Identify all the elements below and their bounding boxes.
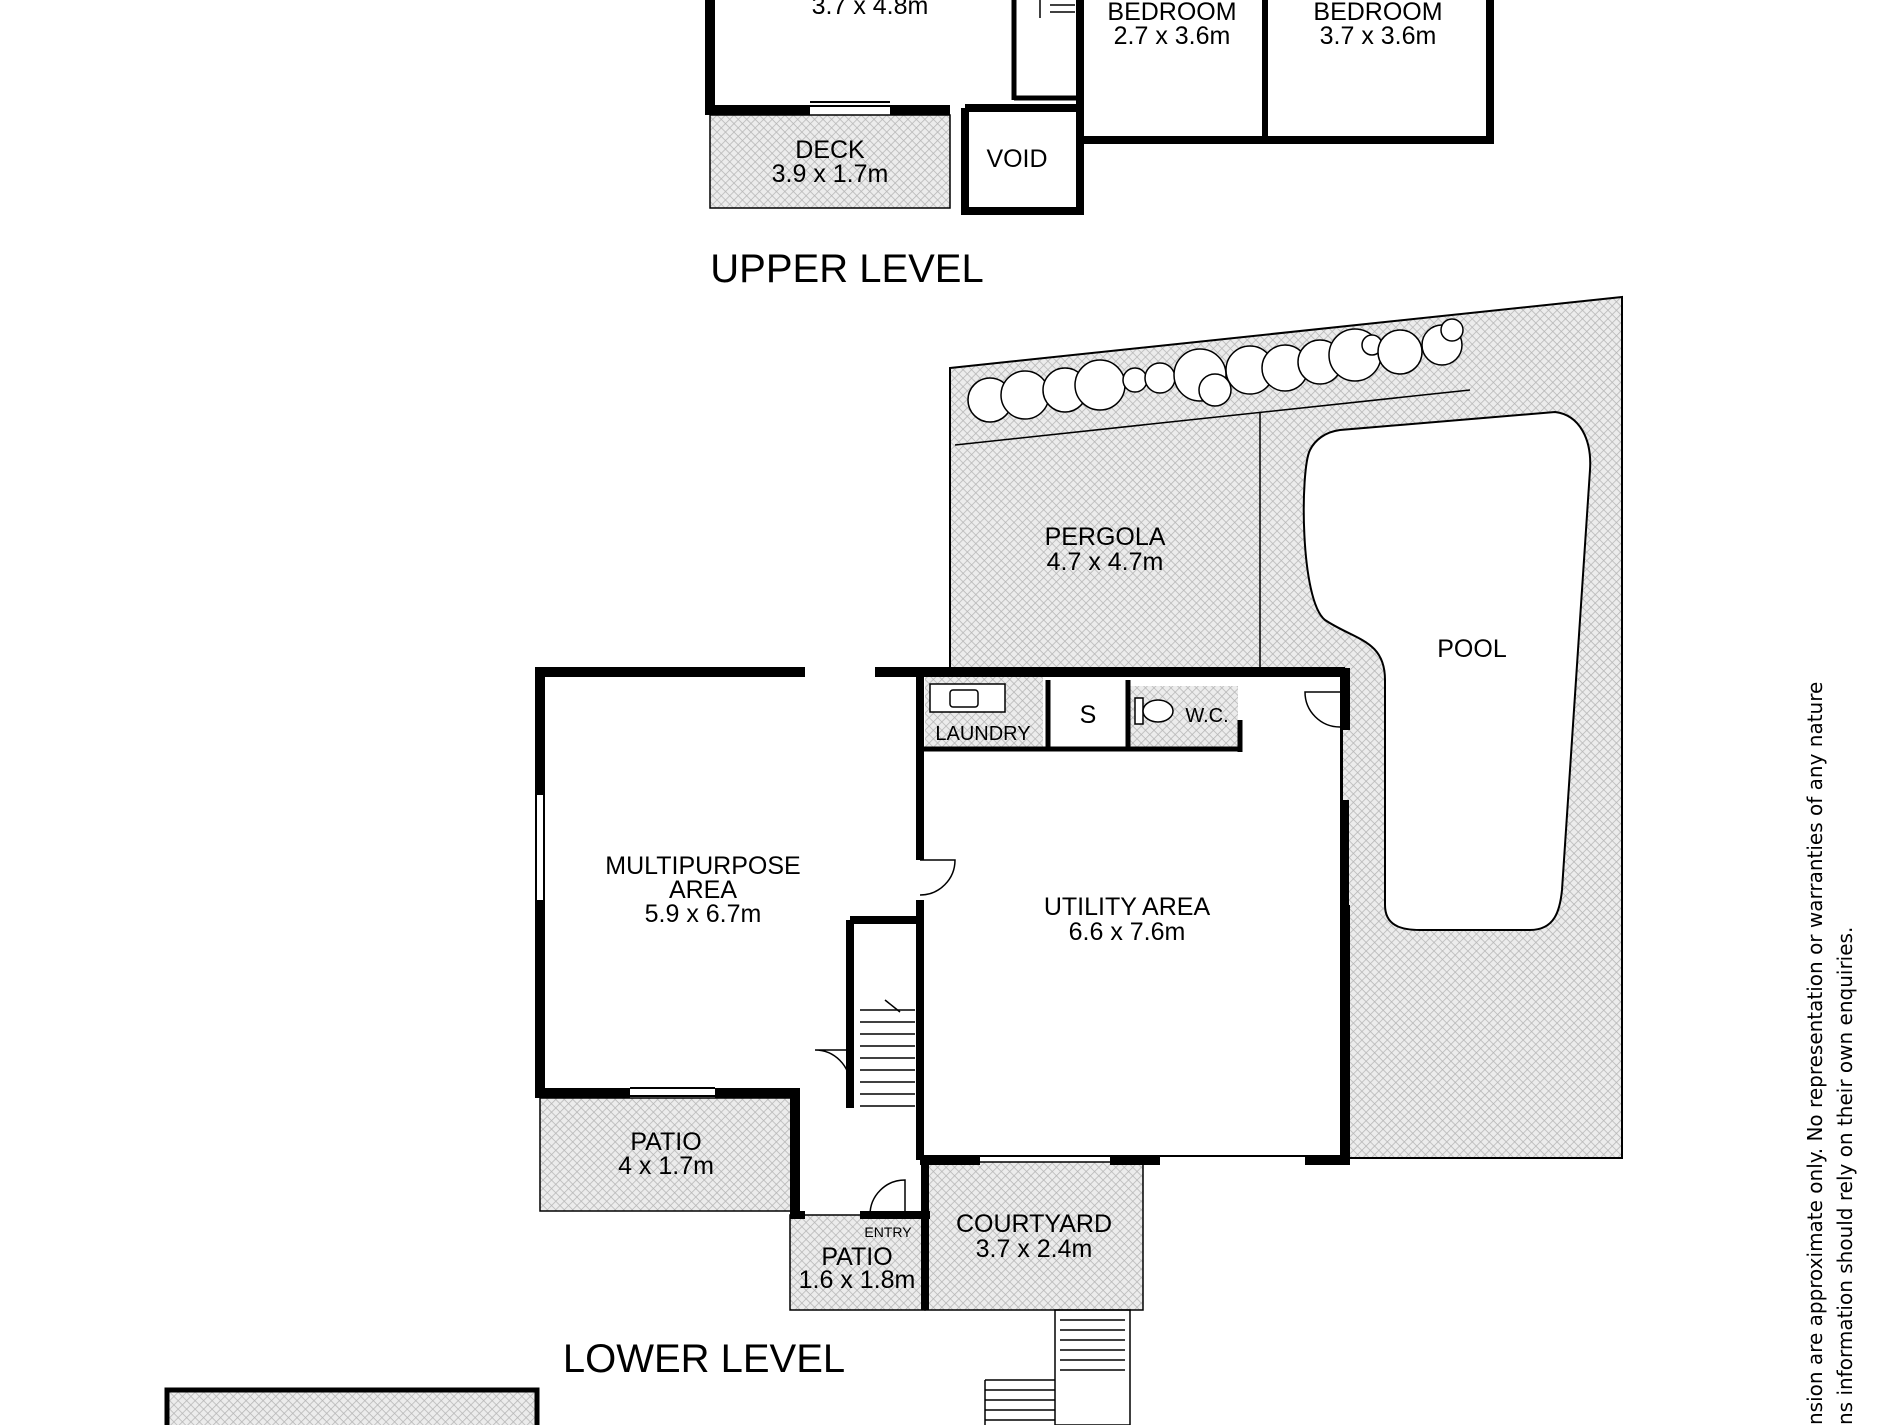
multipurpose-dim: 5.9 x 6.7m (645, 900, 762, 928)
upper-walls (705, 0, 1494, 215)
hedge-boundary (954, 389, 1471, 446)
pool-shape (1302, 410, 1592, 931)
external-stairs (984, 1309, 1131, 1425)
laundry-name: LAUNDRY (935, 723, 1030, 745)
courtyard-name: COURTYARD (956, 1210, 1112, 1238)
entry-name: ENTRY (864, 1224, 912, 1240)
multipurpose-name-1: MULTIPURPOSE (605, 852, 800, 880)
laundry-tub-icon (929, 683, 1006, 713)
lower-level-plan: PERGOLA 4.7 x 4.7m POOL LAUNDRY S W.C. M… (164, 295, 1623, 1425)
bedroom-2-dim: 2.7 x 3.6m (1114, 22, 1231, 50)
upper-stair-icon (1039, 0, 1075, 18)
boundary-box (164, 1387, 540, 1425)
pergola-dim: 4.7 x 4.7m (1047, 548, 1164, 576)
bedroom-2-name: BEDROOM (1107, 0, 1236, 26)
multipurpose-name-2: AREA (669, 876, 737, 904)
patio-2-dim: 1.6 x 1.8m (799, 1266, 916, 1294)
upper-level-heading: UPPER LEVEL (710, 247, 983, 291)
utility-dim: 6.6 x 7.6m (1069, 918, 1186, 946)
deck-dim: 3.9 x 1.7m (772, 160, 889, 188)
patio-name: PATIO (630, 1128, 701, 1156)
deck-area (709, 114, 951, 209)
patio-2-name: PATIO (821, 1243, 892, 1271)
upper-level-plan: 3.7 x 4.8m BEDROOM 2.7 x 3.6m BEDROOM 3.… (705, 0, 1494, 291)
disclaimer: nsion are approximate only. No represent… (1803, 682, 1857, 1425)
bedroom-3-name: BEDROOM (1313, 0, 1442, 26)
lower-walls (535, 667, 1350, 1310)
void-name: VOID (986, 145, 1047, 173)
patio-area (539, 1097, 793, 1212)
disclaimer-line-2: ns information should rely on their own … (1833, 927, 1857, 1425)
doors (814, 691, 1341, 1216)
shower-name: S (1080, 701, 1097, 729)
patio-2-area (789, 1214, 926, 1311)
courtyard-dim: 3.7 x 2.4m (976, 1235, 1093, 1263)
toilet-icon (1134, 697, 1174, 725)
pergola-name: PERGOLA (1045, 523, 1166, 551)
deck-name: DECK (795, 136, 865, 164)
courtyard-area (924, 1161, 1144, 1311)
pool-name: POOL (1437, 635, 1507, 663)
lower-level-heading: LOWER LEVEL (563, 1337, 845, 1381)
living-dim: 3.7 x 4.8m (812, 0, 929, 20)
internal-stairs (860, 999, 915, 1107)
shrubs (967, 318, 1464, 423)
bedroom-3-dim: 3.7 x 3.6m (1320, 22, 1437, 50)
patio-dim: 4 x 1.7m (618, 1152, 714, 1180)
disclaimer-line-1: nsion are approximate only. No represent… (1803, 682, 1827, 1425)
wc-name: W.C. (1185, 705, 1228, 727)
utility-name: UTILITY AREA (1044, 893, 1211, 921)
